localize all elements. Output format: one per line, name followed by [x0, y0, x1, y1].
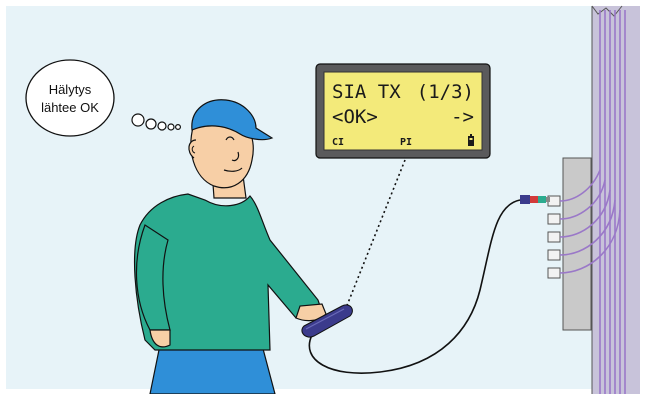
thought-line-2: lähtee OK	[41, 100, 99, 115]
trousers	[150, 345, 275, 394]
thought-dot-5	[176, 125, 181, 130]
wall-pole	[592, 6, 640, 394]
thought-dot-1	[132, 114, 144, 126]
thought-dot-3	[158, 122, 166, 130]
display-row2-left: <OK>	[332, 106, 378, 128]
test-plug	[520, 195, 550, 204]
display-row1-right: (1/3)	[417, 81, 474, 103]
thought-line-1: Hälytys	[49, 82, 92, 97]
terminal-5	[548, 268, 560, 278]
terminal-4	[548, 250, 560, 260]
display-row3-left: CI	[332, 137, 344, 148]
thought-dot-4	[168, 124, 174, 130]
device-display: SIA TX (1/3) <OK> -> CI PI	[316, 64, 490, 158]
thought-dot-2	[146, 119, 156, 129]
display-row2-right: ->	[451, 106, 474, 128]
display-row3-mid: PI	[400, 137, 412, 148]
display-row1-left: SIA TX	[332, 81, 401, 103]
terminal-2	[548, 214, 560, 224]
terminal-3	[548, 232, 560, 242]
